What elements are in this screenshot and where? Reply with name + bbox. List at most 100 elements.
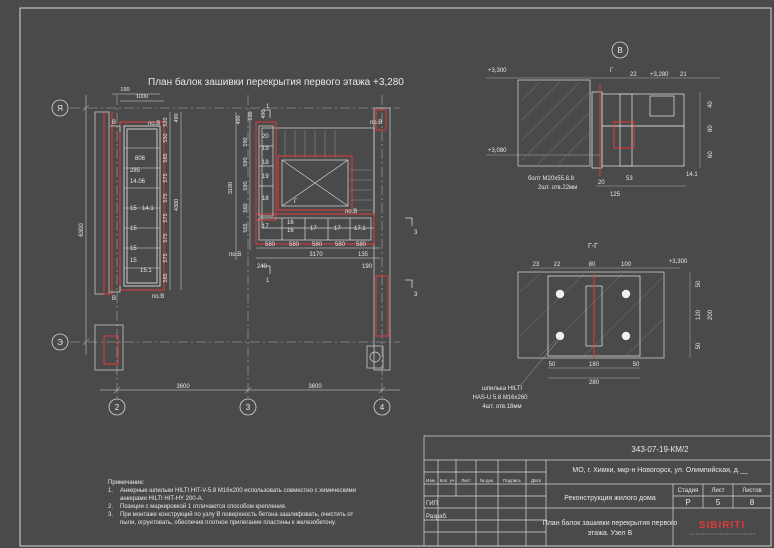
axis-label-e: Э: [57, 338, 63, 347]
pos-label: по.В: [152, 294, 164, 300]
detail-b-level-right: +3,280: [650, 72, 669, 78]
plan-view: План балок зашивки перекрытия первого эт…: [51, 76, 418, 416]
wall-lower-red: [103, 335, 119, 365]
axis-label-3: 3: [246, 403, 251, 412]
bottom-dim: 580: [356, 242, 367, 248]
section-mark-label: 1: [266, 278, 270, 284]
height-dim: 6300: [79, 223, 85, 237]
section-mark-label: 3: [414, 292, 418, 298]
pos-label: по.В: [370, 120, 382, 126]
left-top-dim: 190: [120, 87, 129, 93]
beam-mid-red: [255, 121, 277, 221]
beam-left-red: [119, 121, 165, 291]
detail-b-dim-b: 53: [626, 176, 633, 182]
bottom-dim: 580: [265, 242, 276, 248]
hatch: [521, 91, 591, 161]
stamp-header: Лист: [461, 478, 471, 483]
section-mark-3-bot: [405, 279, 413, 288]
beam-bottom-row: [258, 217, 372, 241]
detail-b-wall: [517, 79, 591, 167]
gg-right-dim: 120: [696, 309, 702, 320]
mid-left-dim: 590: [243, 181, 249, 190]
note-text: Анкерные шпильки HILTI HIT-V-5.8 М16х200…: [120, 488, 356, 494]
bottom-dim: 135: [358, 252, 369, 258]
hatch: [625, 319, 663, 357]
hatch: [557, 131, 591, 165]
stamp-sheet: 5: [716, 498, 721, 507]
section-mark-3-top: [405, 217, 413, 226]
stair-inner: [281, 159, 349, 207]
stamp-sheet-title-2: этажа. Узел В: [588, 530, 633, 537]
bottom-dim: 580: [289, 242, 300, 248]
detail-b-dim-b: 20: [598, 180, 605, 186]
detail-b-bolt-2: 2шт. отв.22мм: [538, 185, 577, 191]
left-vert-dim: 585: [163, 153, 169, 162]
detail-b-marker-label: В: [617, 46, 622, 55]
stamp-col-sheet: Лист: [711, 488, 724, 494]
shaft-circle: [369, 351, 381, 363]
stamp-header: Подпись: [503, 478, 521, 483]
beam-mid-col: [258, 125, 274, 217]
left-top-dim: 1000: [136, 94, 148, 100]
span-tick: [113, 386, 121, 394]
left-vert-dim: 575: [163, 173, 169, 182]
hatch: [521, 81, 581, 141]
detail-b-label: 14.1: [686, 172, 698, 178]
stamp-sheet-title-1: План балок зашивки перекрытия первого: [543, 519, 678, 527]
note-text: анкерами HILTI HIT-HY 200-A.: [120, 496, 204, 502]
gg-bottom-dim: 50: [549, 362, 556, 368]
mid-label: 18: [262, 196, 269, 202]
left-label: 15: [130, 258, 137, 264]
stamp-header: Кол. уч: [440, 478, 455, 483]
left-label: 806: [135, 156, 146, 162]
gg-slab: [517, 271, 665, 359]
gg-anchor-3: 4шт. отв.18мм: [482, 404, 521, 410]
stamp-col-stage: Стадия: [678, 488, 698, 494]
beam-frame-left-inner: [126, 128, 158, 284]
left-vert-dim: 4300: [174, 199, 180, 211]
mid-left-dim: 590: [243, 157, 249, 166]
detail-b-level-top: +3,300: [488, 68, 507, 74]
gg-anchor-1: шпилька HILTI: [482, 386, 522, 392]
detail-b-marker: [611, 41, 629, 59]
mid-left-dim: 3180: [228, 182, 234, 194]
hatch: [537, 111, 591, 165]
stamp-address: МО, г. Химки, мкр-н Новогорск, ул. Олимп…: [572, 466, 747, 474]
stamp-logo: SIBIRITI: [699, 520, 745, 531]
span-tick: [378, 386, 386, 394]
height-tick: [82, 104, 90, 112]
plan-title: План балок зашивки перекрытия первого эт…: [148, 76, 404, 88]
stamp-header: № док.: [480, 478, 494, 483]
mid-label: 17: [262, 224, 269, 230]
span-tick: [244, 386, 252, 394]
mid-label: 19: [262, 146, 269, 152]
detail-b-beam: [601, 93, 685, 127]
left-label: 15: [130, 246, 137, 252]
anchor-bolt: [621, 331, 631, 341]
left-label: 15: [130, 206, 137, 212]
stamp-header: Дата: [531, 478, 541, 483]
left-label: 285: [130, 168, 141, 174]
hatch: [521, 81, 561, 121]
mid-left-dim: 560: [243, 203, 249, 212]
axis-marker-e: [51, 333, 69, 351]
stamp-code: 343-07-19-КМ/2: [631, 445, 689, 454]
left-vert-dim: 575: [163, 253, 169, 262]
left-vert-dim: 575: [163, 233, 169, 242]
detail-b-web: [649, 95, 675, 117]
stamp-frame: [423, 435, 772, 547]
note-num: 1.: [108, 488, 113, 494]
left-label: 14.06: [130, 179, 146, 185]
note-text: Позиции с маркировкой 1 отличаются спосо…: [120, 503, 287, 510]
note-text: пыли, огрунтовать, обеспечив плотное при…: [120, 520, 336, 526]
right-dim: 190: [362, 264, 373, 270]
mid-top-dim: 130: [248, 111, 254, 120]
anchor-bolt: [555, 289, 565, 299]
hatch: [519, 273, 585, 337]
shaft-box: [366, 345, 384, 369]
left-vert-dim: 520: [163, 117, 169, 126]
stamp-stage: Р: [685, 498, 690, 507]
gg-right-dim: 50: [696, 280, 702, 287]
left-label: 15.1: [140, 268, 152, 274]
left-label: 15: [130, 226, 137, 232]
